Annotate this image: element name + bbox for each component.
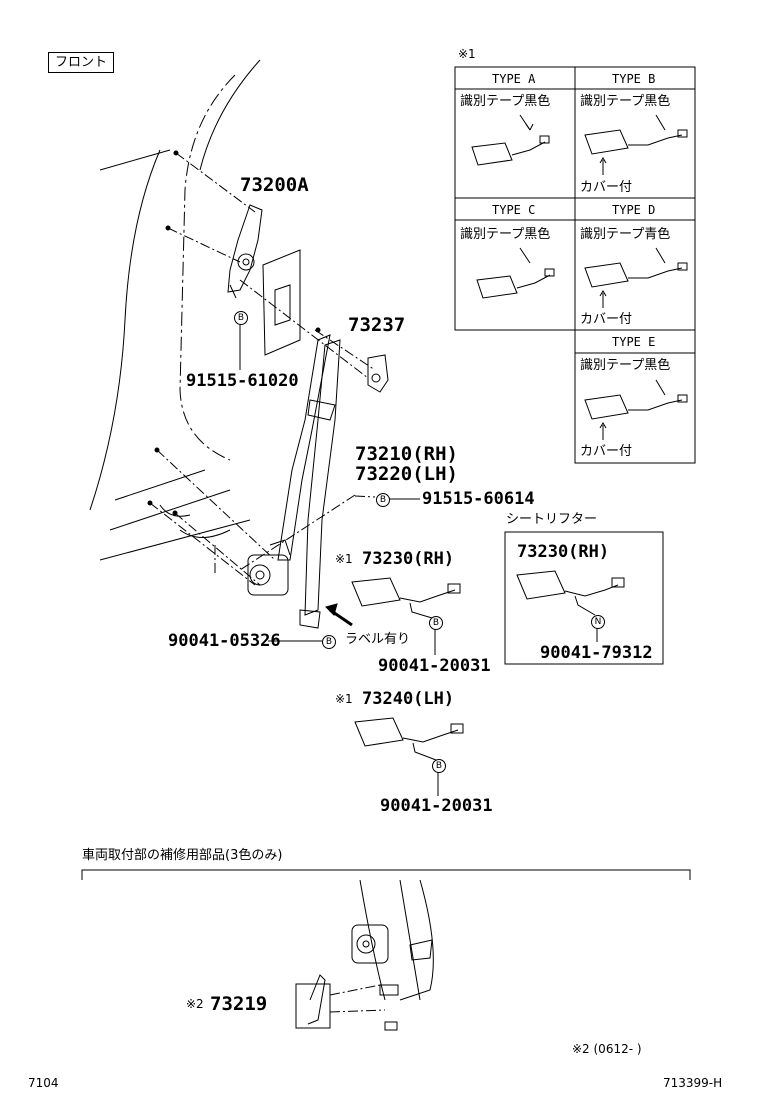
seat-lifter-frame [504,531,664,665]
type-e-cover: カバー付 [580,444,633,459]
part-90041-79312[interactable]: 90041-79312 [540,643,653,663]
type-e-tape: 識別テープ黒色 [580,358,671,373]
mount-points [147,150,321,516]
type-d-header: TYPE D [612,203,656,217]
part-90041-20031[interactable]: 90041-20031 [378,656,491,676]
part-90041-20031[interactable]: 90041-20031 [380,796,493,816]
type-b-tape: 識別テープ黒色 [580,94,671,109]
circle-b-marker: B [429,616,443,630]
type-d-tape: 識別テープ青色 [580,227,671,242]
buckle-73230 [351,577,461,619]
type-c-header: TYPE C [492,203,536,217]
type-b-cover: カバー付 [580,180,633,195]
repair-section-bracket [81,869,691,880]
buckle-seat-lifter [516,570,625,616]
pointer-lines [239,325,598,796]
type-c-tape: 識別テープ黒色 [460,227,551,242]
part-73200a[interactable]: 73200A [240,174,309,196]
part-91515-61020[interactable]: 91515-61020 [186,371,299,391]
type-a-tape: 識別テープ黒色 [460,94,551,109]
body-panel-outline [89,59,301,561]
belt-webbing [277,334,341,616]
part-73219[interactable]: 73219 [210,993,268,1015]
circle-b-marker: B [234,311,248,325]
circle-b-marker: B [376,493,390,507]
buckle-73240 [354,717,464,761]
upper-anchor-adjuster [227,204,263,299]
note1-mark: ※1 [458,47,476,61]
footer-figure-id: 713399-H [663,1076,723,1090]
leader-lines [149,152,376,586]
note1-mark: ※1 [335,692,353,706]
part-73230-rh[interactable]: 73230(RH) [362,549,455,569]
note2-date-range: ※2 (0612- ) [572,1042,642,1056]
type-d-cover: カバー付 [580,312,633,327]
part-73230-rh-lifter[interactable]: 73230(RH) [517,542,610,562]
type-table-grid [454,66,696,464]
footer-page-code: 7104 [28,1076,59,1090]
circle-b-marker: B [322,635,336,649]
type-b-header: TYPE B [612,72,656,86]
seat-lifter-title: シートリフター [506,512,598,527]
circle-b-marker: B [432,759,446,773]
part-90041-05326[interactable]: 90041-05326 [168,631,281,651]
retractor [247,539,321,629]
front-indicator: フロント [48,52,115,73]
repair-section-title: 車両取付部の補修用部品(3色のみ) [82,848,283,863]
type-e-header: TYPE E [612,335,656,349]
clip-73237 [367,354,389,393]
type-a-header: TYPE A [492,72,536,86]
part-73237[interactable]: 73237 [348,314,406,336]
type-table-buckles [471,114,688,440]
repair-section-artwork [295,879,434,1031]
circle-n-marker: N [591,615,605,629]
note1-mark: ※1 [335,552,353,566]
note2-mark: ※2 [186,997,204,1011]
part-73220-lh[interactable]: 73220(LH) [355,463,458,485]
part-73240-lh[interactable]: 73240(LH) [362,689,455,709]
label-present-note: ラベル有り [345,632,411,647]
part-73210-rh[interactable]: 73210(RH) [355,443,458,465]
part-91515-60614[interactable]: 91515-60614 [422,489,535,509]
